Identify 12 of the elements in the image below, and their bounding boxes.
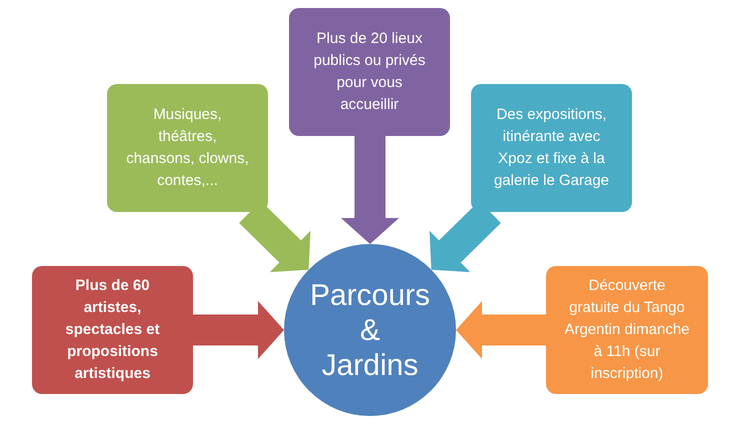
box-text: Plus de 20 lieux publics ou privés pour vous accueillir (312, 29, 426, 115)
box-text: Musiques, théâtres, chansons, clowns, contes,... (125, 105, 250, 191)
box-text: Des expositions, itinérante avec Xpoz et fixe à la galerie le Garage (492, 105, 610, 191)
block-arrow (193, 301, 284, 359)
rounded-box (32, 266, 193, 394)
circle-title: Parcours & Jardins (310, 278, 430, 382)
rounded-box (546, 266, 708, 394)
rounded-box (289, 8, 450, 136)
rounded-box (471, 84, 632, 212)
rounded-box (107, 84, 268, 212)
box-text: Découverte gratuite du Tango Argentin dimanche à 11h (sur inscription) (564, 276, 690, 384)
box-text: Plus de 60 artistes, spectacles et propositions artistiques (64, 276, 161, 384)
